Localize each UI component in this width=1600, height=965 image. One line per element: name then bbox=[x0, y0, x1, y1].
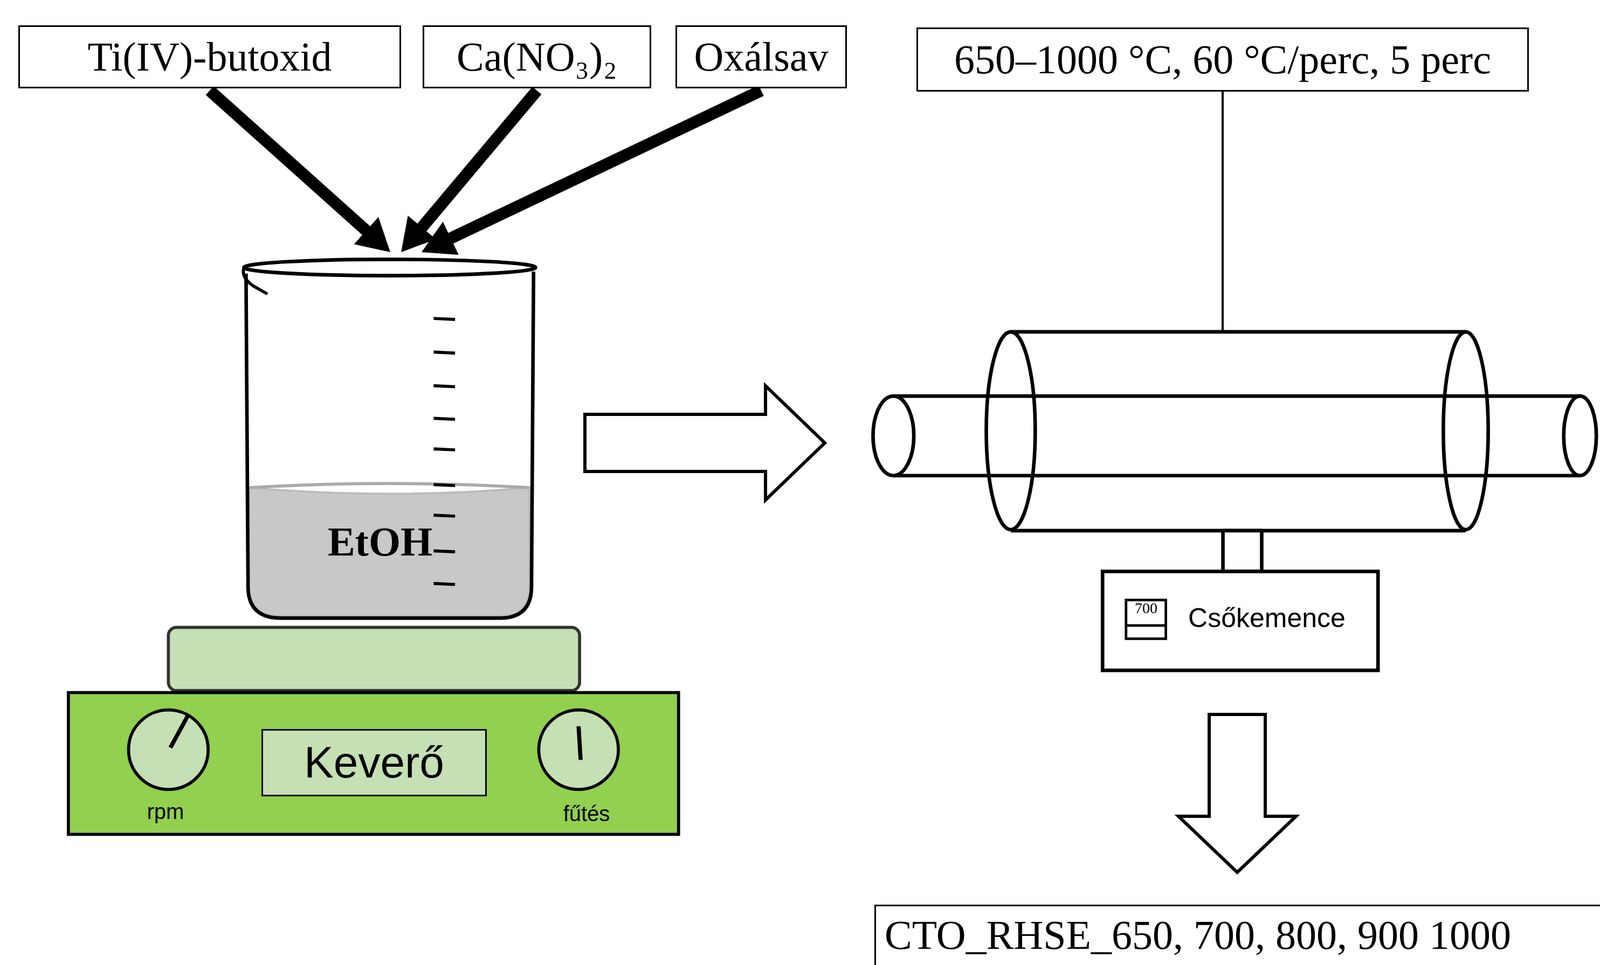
arrow-head bbox=[354, 217, 391, 253]
stirrer-base bbox=[68, 692, 679, 835]
reagent-box: Ca(NO₃)₂ bbox=[422, 25, 652, 89]
beaker: EtOH bbox=[239, 250, 541, 623]
rpm-knob bbox=[128, 710, 209, 791]
node-text: Ti(IV)-butoxid bbox=[87, 34, 332, 80]
graduation-mark bbox=[433, 318, 455, 320]
node-text: Csőkemence bbox=[1177, 603, 1356, 634]
hollow-arrow bbox=[584, 385, 825, 501]
reagent-box: Oxálsav bbox=[675, 25, 847, 89]
beaker-outline bbox=[239, 250, 541, 623]
arrow-shaft bbox=[209, 90, 368, 233]
stirrer-display: Keverő bbox=[261, 729, 487, 797]
connector bbox=[421, 90, 762, 255]
graduation-mark bbox=[433, 385, 455, 388]
node-text: Oxálsav bbox=[693, 34, 829, 80]
arrow-head bbox=[421, 222, 459, 255]
connector bbox=[1178, 714, 1296, 873]
hollow-arrow bbox=[1178, 714, 1296, 873]
tube-furnace: Csőkemence bbox=[867, 328, 1599, 674]
graduation-mark bbox=[433, 550, 455, 553]
knob-indicator bbox=[578, 726, 581, 761]
knob-indicator bbox=[170, 714, 189, 748]
node-text: CTO_RHSE_650, 700, 800, 900 1000 bbox=[884, 913, 1599, 959]
reagent-box: Ti(IV)-butoxid bbox=[18, 25, 402, 89]
graduation-mark bbox=[433, 583, 455, 585]
knob-label: fűtés bbox=[548, 802, 625, 826]
graduation-mark bbox=[433, 515, 455, 517]
connector bbox=[584, 385, 825, 501]
connector bbox=[209, 90, 391, 253]
connector bbox=[1222, 91, 1224, 333]
connector-line bbox=[1221, 91, 1224, 333]
node-text: Ca(NO₃)₂ bbox=[456, 34, 618, 80]
node-text: 650–1000 °C, 60 °C/perc, 5 perc bbox=[954, 37, 1492, 83]
display-reading: 700 bbox=[1124, 600, 1168, 618]
node-text: EtOH bbox=[239, 519, 521, 565]
stirrer-plate bbox=[168, 627, 580, 691]
graduation-mark bbox=[433, 449, 455, 451]
product-box: CTO_RHSE_650, 700, 800, 900 1000 bbox=[874, 905, 1600, 965]
graduation-mark bbox=[433, 418, 455, 420]
condition-box: 650–1000 °C, 60 °C/perc, 5 perc bbox=[916, 27, 1529, 92]
knob-label: rpm bbox=[133, 800, 198, 824]
heat-knob bbox=[538, 710, 619, 791]
arrow-shaft bbox=[449, 90, 762, 240]
graduation-mark bbox=[433, 352, 455, 354]
node-text: Keverő bbox=[304, 738, 445, 788]
graduation-mark bbox=[433, 484, 455, 486]
